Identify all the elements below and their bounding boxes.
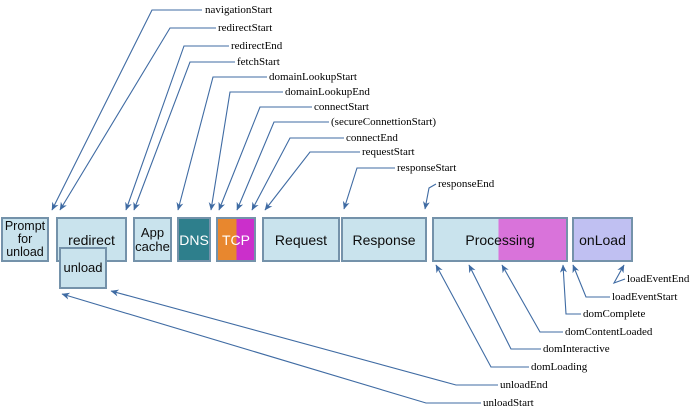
- leader-loadEventStart: [572, 264, 610, 298]
- box-app-cache: App cache: [133, 217, 172, 262]
- leader-fetchStart: [133, 61, 235, 211]
- label-connectStart: connectStart: [314, 101, 369, 113]
- label-unloadEnd: unloadEnd: [500, 379, 548, 391]
- box-unload-label: unload: [63, 260, 103, 275]
- box-unload: unload: [59, 247, 107, 289]
- leader-responseEnd: [422, 183, 437, 210]
- label-unloadStart: unloadStart: [483, 397, 534, 409]
- box-redirect-label: redirect: [68, 231, 115, 248]
- leader-loadEventEnd: [612, 264, 626, 285]
- box-processing-label: Processing: [465, 231, 535, 248]
- label-redirectEnd: redirectEnd: [231, 40, 283, 52]
- label-responseEnd: responseEnd: [438, 178, 495, 190]
- box-onload: onLoad: [572, 217, 633, 262]
- leader-navigationStart: [51, 9, 202, 211]
- box-app-cache-label: App cache: [135, 224, 170, 254]
- box-response-label: Response: [352, 231, 416, 248]
- label-domInteractive: domInteractive: [543, 343, 610, 355]
- leader-redirectStart: [59, 27, 216, 211]
- label-domComplete: domComplete: [583, 308, 646, 320]
- leader-connectStart: [218, 106, 312, 211]
- label-fetchStart: fetchStart: [237, 56, 280, 68]
- leader-unloadStart: [61, 292, 481, 404]
- label-domContentLoaded: domContentLoaded: [565, 326, 653, 338]
- leader-domContentLoaded: [501, 264, 563, 333]
- label-domainLookupStart: domainLookupStart: [269, 71, 357, 83]
- label-navigationStart: navigationStart: [205, 4, 273, 16]
- label-redirectStart: redirectStart: [218, 22, 273, 34]
- label-domLoading: domLoading: [531, 361, 588, 373]
- leader-redirectEnd: [125, 45, 229, 211]
- box-dns-label: DNS: [179, 231, 209, 248]
- box-processing: Processing: [432, 217, 568, 262]
- leader-responseStart: [342, 167, 395, 210]
- label-connectEnd: connectEnd: [346, 132, 398, 144]
- box-request-label: Request: [274, 231, 328, 248]
- box-response: Response: [341, 217, 427, 262]
- label-secureConnectionStart: (secureConnettionStart): [331, 116, 437, 128]
- label-loadEventEnd: loadEventEnd: [627, 273, 690, 285]
- box-tcp: TCP: [216, 217, 256, 262]
- box-tcp-label: TCP: [222, 231, 250, 248]
- box-prompt-label: Prompt for unload: [4, 219, 46, 259]
- leader-secureConnectionStart: [236, 121, 329, 211]
- box-dns: DNS: [177, 217, 211, 262]
- leader-requestStart: [264, 151, 360, 211]
- box-prompt-for-unload: Prompt for unload: [1, 217, 49, 262]
- box-request: Request: [262, 217, 340, 262]
- leader-domLoading: [435, 264, 529, 368]
- leader-domInteractive: [468, 264, 541, 350]
- label-domainLookupEnd: domainLookupEnd: [285, 86, 370, 98]
- leader-domComplete: [559, 264, 581, 315]
- label-loadEventStart: loadEventStart: [612, 291, 678, 303]
- box-onload-label: onLoad: [579, 231, 626, 248]
- leader-unloadEnd: [110, 289, 498, 386]
- label-responseStart: responseStart: [397, 162, 457, 174]
- leader-connectEnd: [251, 137, 344, 211]
- leader-domainLookupStart: [176, 76, 267, 211]
- label-requestStart: requestStart: [362, 146, 415, 158]
- leader-domainLookupEnd: [208, 91, 283, 211]
